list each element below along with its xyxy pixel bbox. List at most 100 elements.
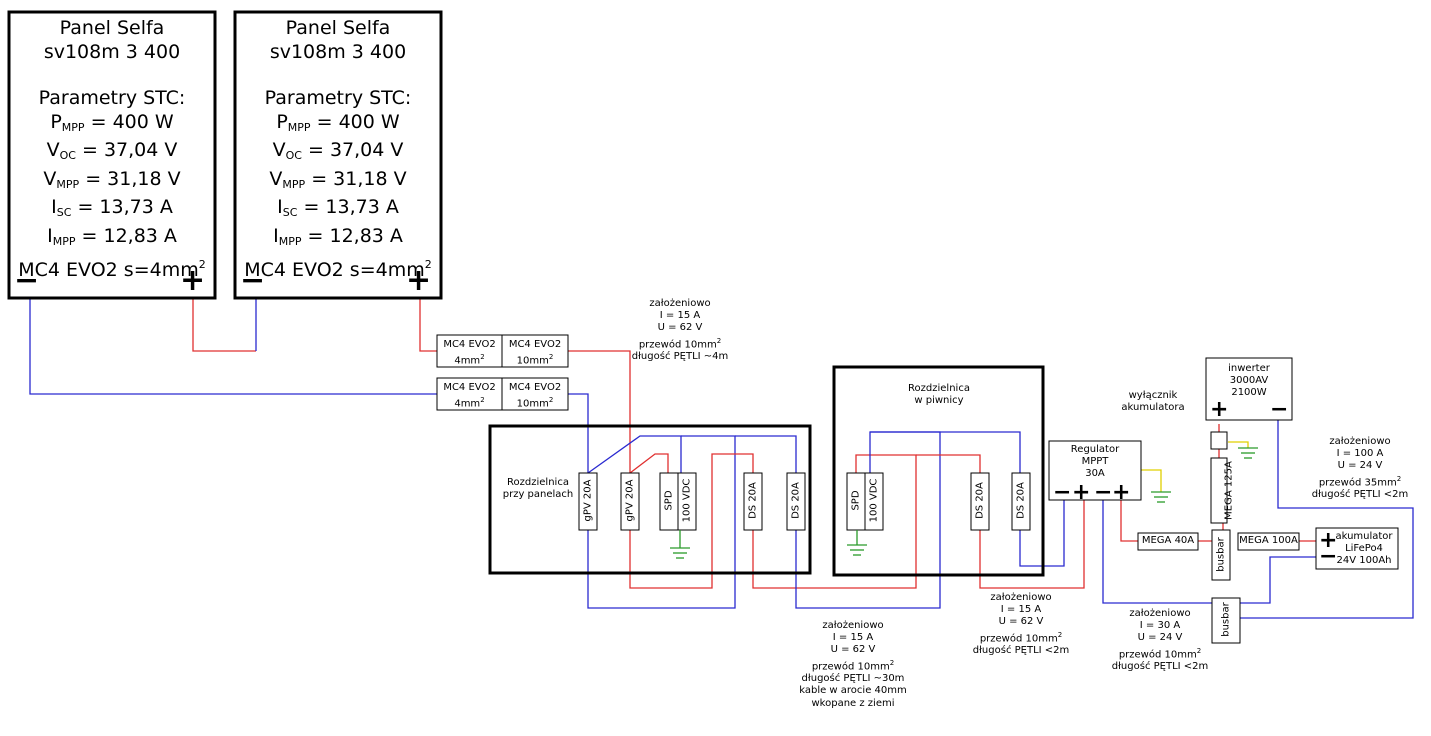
- panel-1-model: sv108m 3 400: [43, 40, 181, 63]
- switchboard-basement: [832, 365, 1045, 577]
- sb1-blue-bottom: [587, 473, 736, 609]
- inverter-minus-wire: [1240, 420, 1414, 619]
- solar-panel-1: [7, 10, 217, 300]
- panel-series-wire-red: [192, 295, 256, 352]
- ds-breaker-4: [1011, 472, 1031, 531]
- device-label: SPD: [850, 490, 862, 511]
- sb1-blue-top-a: [587, 435, 682, 474]
- long-red-cable: [752, 454, 917, 589]
- battery-switch: [1210, 431, 1228, 450]
- sb2-red-top: [916, 454, 981, 473]
- plus-icon: +: [1112, 480, 1131, 505]
- mc4-connector-pair-bottom: [436, 377, 569, 411]
- plus-icon: +: [1319, 528, 1338, 553]
- ds-breaker-1: [743, 472, 763, 531]
- panel-2-title: Panel Selfa: [285, 17, 391, 39]
- fuse-mega40: [1137, 532, 1199, 551]
- reg-ground-wire: [1141, 469, 1162, 492]
- mega125-label: MEGA 125A: [1223, 461, 1235, 520]
- sb2-blue-top: [870, 431, 1021, 473]
- sb2-to-reg-red: [979, 500, 1085, 589]
- panel-1-voc: VOC = 37,04 V: [46, 139, 178, 162]
- battery-minus-wire: [1240, 556, 1330, 604]
- panel-2-label: Panel Selfa sv108m 3 400 Parametry STC: …: [235, 17, 441, 283]
- busbar-positive: [1211, 529, 1231, 581]
- ground-icon: [670, 530, 690, 559]
- spd-voltage-2: [864, 472, 884, 531]
- ds-breaker-2: [786, 472, 806, 531]
- panel-1-connector: MC4 EVO2 s=4mm2: [18, 258, 206, 281]
- plus-icon: +: [1072, 480, 1091, 505]
- sb1-red-spd: [629, 453, 669, 474]
- minus-icon: −: [1053, 480, 1072, 505]
- reg-minus-to-busbar: [1102, 500, 1212, 604]
- busbar-positive-label: busbar: [1215, 537, 1227, 572]
- panel-1-vmpp: VMPP = 31,18 V: [43, 167, 181, 191]
- conn-red-to-gpv: [568, 350, 631, 473]
- mppt-regulator: [1048, 440, 1142, 501]
- panel-1-pmpp: PMPP = 400 W: [50, 110, 174, 134]
- gpv-fuse-1: [578, 472, 598, 531]
- gpv-fuse-2: [620, 472, 640, 531]
- sb1-red-bottom: [629, 473, 713, 589]
- panel-2-connector: MC4 EVO2 s=4mm2: [244, 258, 432, 281]
- busbar-negative-label: busbar: [1220, 602, 1232, 637]
- panel-2-voc: VOC = 37,04 V: [272, 139, 404, 162]
- conn-blue-to-gpv: [568, 393, 589, 473]
- solar-panel-2: [233, 10, 443, 300]
- panel-2-vmpp: VMPP = 31,18 V: [269, 167, 407, 191]
- sb1-red-ds: [711, 453, 754, 473]
- panel-1-params-header: Parametry STC:: [38, 87, 186, 109]
- panel-2-impp: IMPP = 12,83 A: [273, 224, 403, 248]
- device-label: 100 VDC: [868, 478, 880, 523]
- plus-icon: +: [180, 263, 206, 298]
- minus-icon: −: [1270, 397, 1289, 422]
- ground-icon: [1151, 491, 1171, 503]
- device-label: gPV 20A: [582, 479, 594, 522]
- device-label: DS 20A: [974, 482, 986, 519]
- device-label: DS 20A: [747, 482, 759, 519]
- panel-2-params-header: Parametry STC:: [264, 87, 412, 109]
- long-blue-cable: [795, 431, 941, 609]
- panel-2-model: sv108m 3 400: [269, 40, 407, 63]
- minus-icon: −: [1319, 544, 1338, 569]
- mc4-connector-pair-top: [436, 334, 569, 368]
- mega100-label: MEGA 100A: [1239, 535, 1298, 546]
- mega40-label: MEGA 40A: [1141, 535, 1195, 546]
- panel2-plus-wire: [419, 295, 437, 352]
- panel-1-impp: IMPP = 12,83 A: [47, 224, 177, 248]
- device-label: gPV 20A: [624, 479, 636, 522]
- minus-icon: −: [1094, 480, 1113, 505]
- ground-icon: [1238, 447, 1258, 459]
- busbar-negative: [1211, 597, 1241, 644]
- panel-1-title: Panel Selfa: [59, 17, 165, 39]
- battery: [1315, 527, 1399, 570]
- minus-icon: −: [14, 263, 40, 298]
- device-label: SPD: [663, 490, 675, 511]
- ground-icon: [847, 530, 867, 556]
- panel-2-pmpp: PMPP = 400 W: [276, 110, 400, 134]
- plus-icon: +: [1210, 397, 1229, 422]
- panel-2-isc: ISC = 13,73 A: [277, 196, 399, 219]
- ds-breaker-3: [970, 472, 990, 531]
- switch-ground-wire: [1228, 441, 1249, 448]
- plus-icon: +: [406, 263, 432, 298]
- minus-icon: −: [240, 263, 266, 298]
- device-label: DS 20A: [790, 482, 802, 519]
- switchboard-panels: [488, 424, 812, 575]
